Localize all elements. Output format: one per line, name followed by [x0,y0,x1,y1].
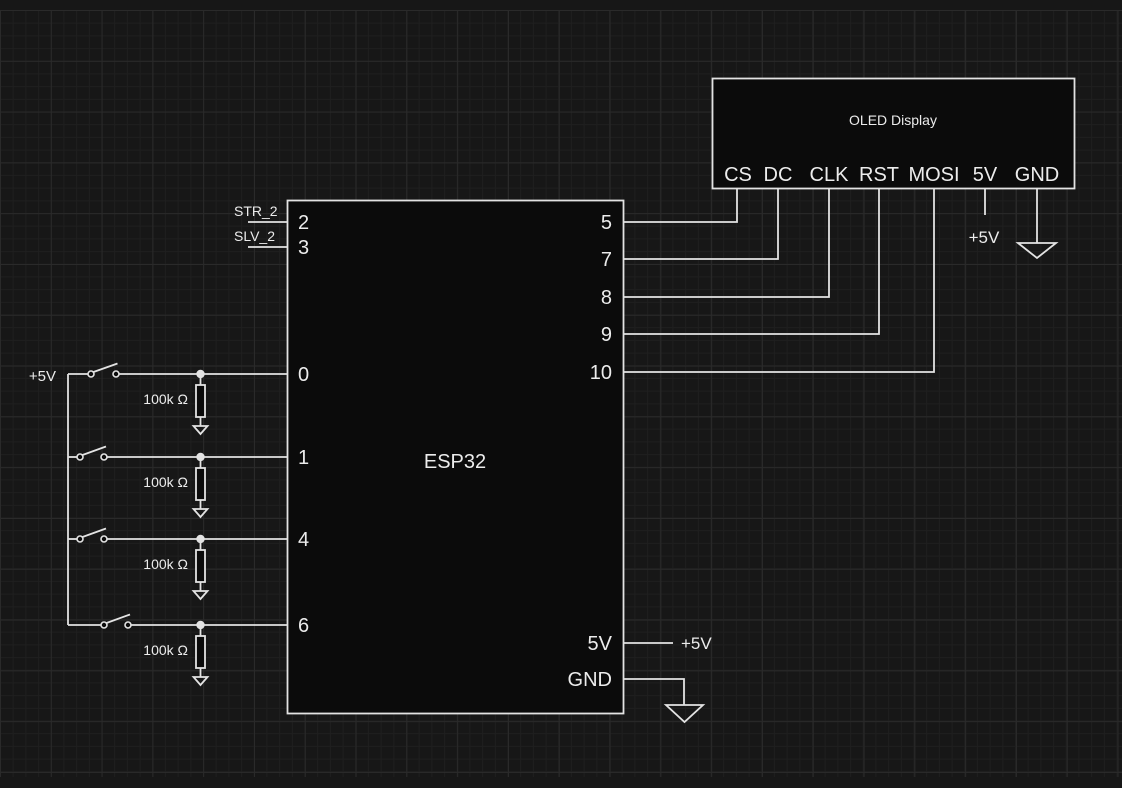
switch-4[interactable] [100,613,132,629]
esp32-pin-label-9: 9 [601,324,612,346]
switch-lever [82,445,107,456]
switch-terminal [76,453,84,461]
switch-row-1[interactable] [68,362,288,379]
switch-terminal [112,370,120,378]
switch-row-3[interactable] [68,527,288,544]
esp32-pin-label-0: 0 [298,364,309,386]
wire-pin8-clk[interactable] [624,189,830,298]
switch-lever [82,527,107,538]
resistor-body [195,384,206,418]
wire-pin7-dc[interactable] [624,189,779,260]
switch-lever [93,362,118,373]
esp32-title: ESP32 [424,451,486,473]
net-label-str2-group[interactable]: STR_2 [234,203,288,223]
switch-3[interactable] [76,527,108,543]
switch-terminal [100,621,108,629]
esp32-pin-label-gnd: GND [568,669,612,691]
oled-5v-net[interactable]: +5V [969,189,1000,247]
ground-symbol [191,590,210,601]
oled-pin-label-clk: CLK [810,164,850,186]
power-rail-label[interactable]: +5V [29,368,56,385]
esp32-5v-net[interactable]: +5V [624,634,712,653]
resistor-body [195,635,206,669]
resistor-3[interactable]: 100k Ω [143,539,210,601]
resistor-2[interactable]: 100k Ω [143,457,210,519]
net-label-str2[interactable]: STR_2 [234,203,278,219]
resistor-1[interactable]: 100k Ω [143,374,210,436]
esp32-pin-label-5: 5 [601,212,612,234]
wire-pin5-cs[interactable] [624,189,738,223]
switch-row-4[interactable] [68,613,288,630]
esp32-pin-label-1: 1 [298,447,309,469]
oled-5v-label[interactable]: +5V [969,228,1000,247]
resistor-value: 100k Ω [143,642,188,658]
switch-1[interactable] [87,362,120,378]
switch-terminal [76,535,84,543]
esp32-pin-label-6: 6 [298,615,309,637]
resistor-value: 100k Ω [143,556,188,572]
ground-symbol [191,508,210,519]
ground-symbol [191,676,210,687]
oled-gnd-net[interactable] [1015,189,1059,260]
resistor-body [195,549,206,583]
oled-pin-label-cs: CS [724,164,752,186]
switch-terminal [124,621,132,629]
oled-body[interactable] [711,77,1076,190]
esp32-pin-label-5v: 5V [588,633,613,655]
esp32-component[interactable]: ESP32 2 3 0 1 4 6 5 7 8 9 10 5V GND [286,199,625,715]
switch-row-2[interactable] [68,445,288,462]
esp32-pin-label-3: 3 [298,237,309,259]
resistor-value: 100k Ω [143,474,188,490]
resistor-4[interactable]: 100k Ω [143,625,210,687]
wire-pin10-mosi[interactable] [624,189,935,373]
wire-group-spi[interactable] [624,189,935,373]
resistor-value: 100k Ω [143,391,188,407]
esp32-5v-label[interactable]: +5V [681,634,712,653]
oled-pin-label-mosi: MOSI [908,164,959,186]
oled-title: OLED Display [849,112,937,128]
ground-symbol [191,425,210,436]
oled-component[interactable]: OLED Display CS DC CLK RST MOSI 5V GND [711,77,1076,190]
wire-pin9-rst[interactable] [624,189,880,335]
esp32-pin-label-2: 2 [298,212,309,234]
esp32-pin-label-4: 4 [298,529,309,551]
net-label-slv2[interactable]: SLV_2 [234,228,275,244]
oled-pin-label-rst: RST [859,164,899,186]
switch-terminal [87,370,95,378]
net-label-slv2-group[interactable]: SLV_2 [234,228,288,248]
ground-symbol[interactable] [663,704,706,724]
esp32-gnd-net[interactable] [624,678,706,724]
esp32-pin-label-7: 7 [601,249,612,271]
switch-2[interactable] [76,445,108,461]
oled-pin-label-dc: DC [764,164,793,186]
switch-lever [106,613,131,624]
esp32-pin-label-8: 8 [601,287,612,309]
switch-terminal [100,453,108,461]
oled-pin-label-gnd: GND [1015,164,1059,186]
switch-terminal [100,535,108,543]
resistor-body [195,467,206,501]
esp32-body[interactable] [286,199,625,715]
esp32-gnd-wire[interactable] [624,678,685,705]
ground-symbol[interactable] [1015,242,1059,260]
oled-pin-label-5v: 5V [973,164,998,186]
esp32-pin-label-10: 10 [590,362,612,384]
